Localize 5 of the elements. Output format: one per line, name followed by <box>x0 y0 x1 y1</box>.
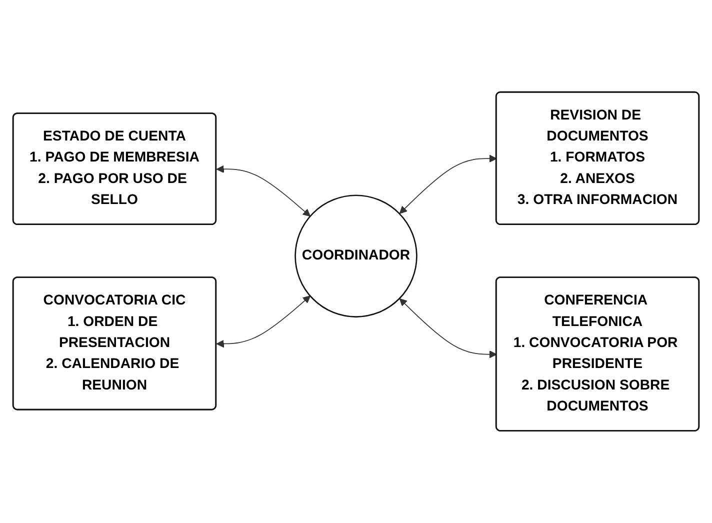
arrow <box>399 298 497 358</box>
arrow <box>216 165 311 217</box>
node-circle: COORDINADOR <box>294 194 418 318</box>
arrow <box>399 154 497 214</box>
arrow <box>216 296 311 348</box>
